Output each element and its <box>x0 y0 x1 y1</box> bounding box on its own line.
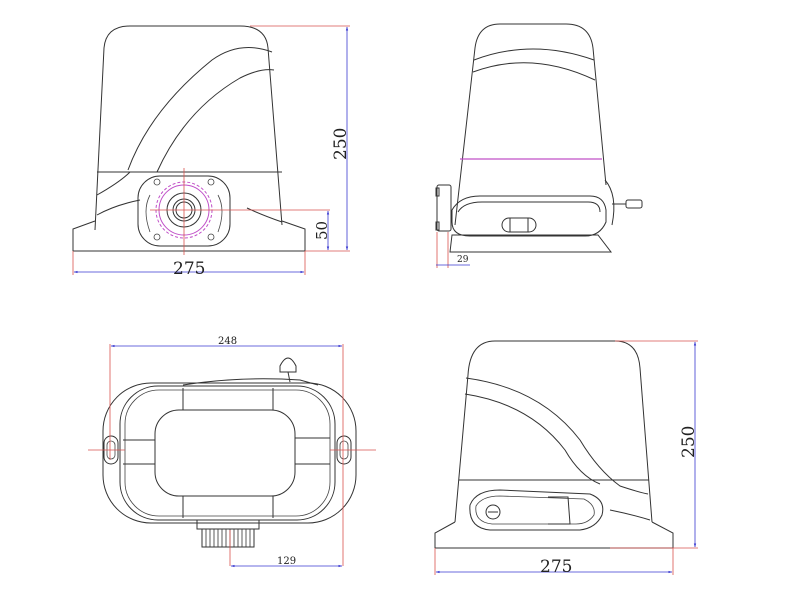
side-offset-label: 29 <box>457 255 469 265</box>
front-height-label: 250 <box>331 128 351 160</box>
rear-view <box>434 340 698 575</box>
front-view <box>72 25 350 275</box>
side-view <box>435 23 643 268</box>
rear-width-label: 275 <box>540 557 572 577</box>
rear-height-label: 250 <box>679 426 699 458</box>
front-width-label: 275 <box>173 259 205 279</box>
top-offset-label: 129 <box>277 556 296 567</box>
top-width-label: 248 <box>218 336 237 347</box>
top-view <box>88 344 376 568</box>
front-axis-height-label: 50 <box>313 221 331 240</box>
